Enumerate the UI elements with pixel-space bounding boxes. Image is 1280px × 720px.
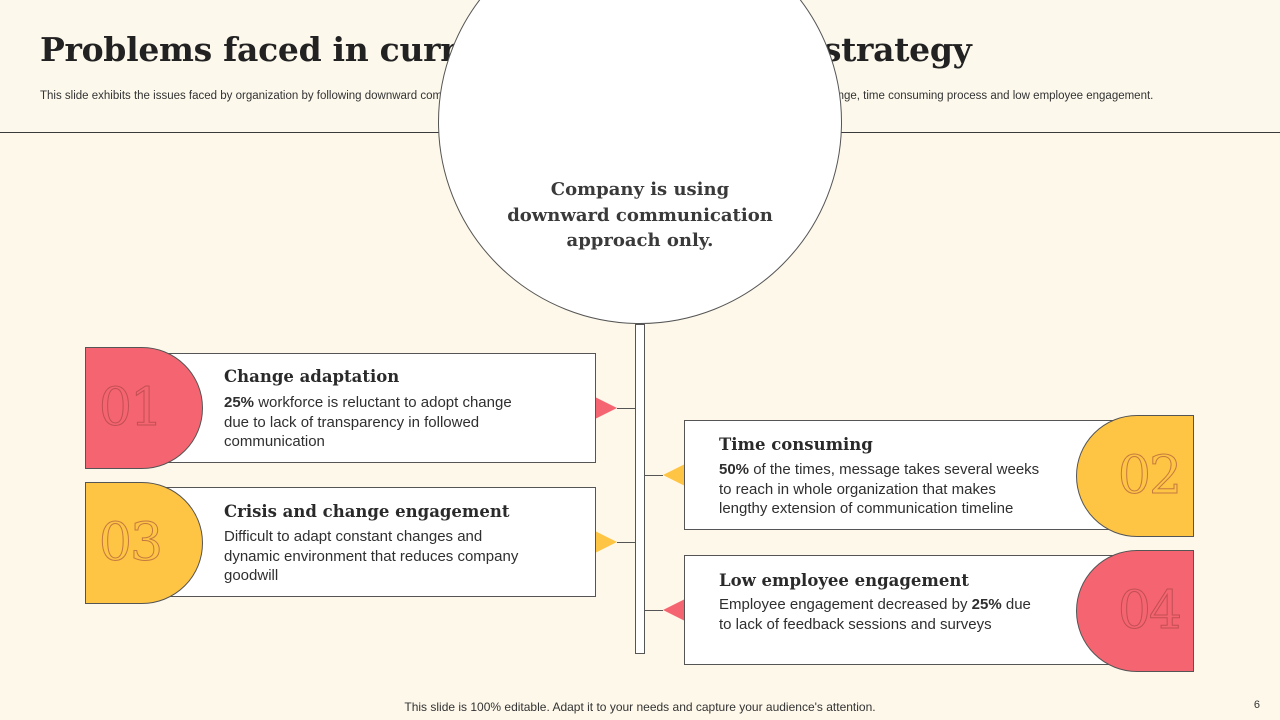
card-03-number-tab: 03 [85,482,203,604]
card-03-number: 03 [98,513,163,574]
card-04-body: Employee engagement decreased by 25% due… [719,595,1079,634]
card-02-line-2: to reach in whole organization that make… [719,480,996,498]
card-04-number-tab: 04 [1076,550,1194,672]
connector-line-04 [645,610,663,611]
card-04-number: 04 [1117,581,1182,642]
card-03-body: Difficult to adapt constant changes and … [224,527,584,586]
card-03-line-1: Difficult to adapt constant changes and [224,528,483,545]
center-line-2: downward communication [507,204,773,226]
connector-line-03 [617,542,636,543]
center-circle-text: Company is using downward communication … [480,177,800,254]
page-number: 6 [1253,699,1260,711]
card-01-number-tab: 01 [85,347,203,469]
card-01-number: 01 [98,378,163,439]
card-02-line-3: lengthy extension of communication timel… [719,500,1014,517]
center-line-3: approach only. [566,230,714,251]
card-04-line-2: to lack of feedback sessions and surveys [719,615,992,633]
card-01-body: 25% workforce is reluctant to adopt chan… [224,393,584,452]
connector-stem [635,324,645,654]
card-04-title: Low employee engagement [719,571,969,590]
card-02-line-1: 50% of the times, message takes several … [719,461,1040,478]
center-circle [438,0,842,324]
card-02-number-tab: 02 [1076,415,1194,537]
card-04-line-1: Employee engagement decreased by 25% due [719,596,1031,613]
footer-note: This slide is 100% editable. Adapt it to… [404,700,876,714]
card-02-number: 02 [1117,446,1182,507]
card-01-title: Change adaptation [224,367,400,386]
card-01-line-2: due to lack of transparency in followed [224,413,480,431]
card-02-body: 50% of the times, message takes several … [719,460,1079,519]
card-01-line-1: 25% workforce is reluctant to adopt chan… [224,394,512,411]
center-line-1: Company is using [550,179,730,200]
connector-line-02 [645,475,663,476]
card-02-title: Time consuming [719,435,873,454]
pointer-01 [595,397,617,419]
pointer-03 [595,531,617,553]
pointer-02 [663,464,685,486]
card-03-title: Crisis and change engagement [224,502,510,521]
card-03-line-3: goodwill [224,567,279,584]
card-01-line-3: communication [224,433,325,450]
connector-line-01 [617,408,636,409]
pointer-04 [663,599,685,621]
card-03-line-2: dynamic environment that reduces company [224,547,519,565]
